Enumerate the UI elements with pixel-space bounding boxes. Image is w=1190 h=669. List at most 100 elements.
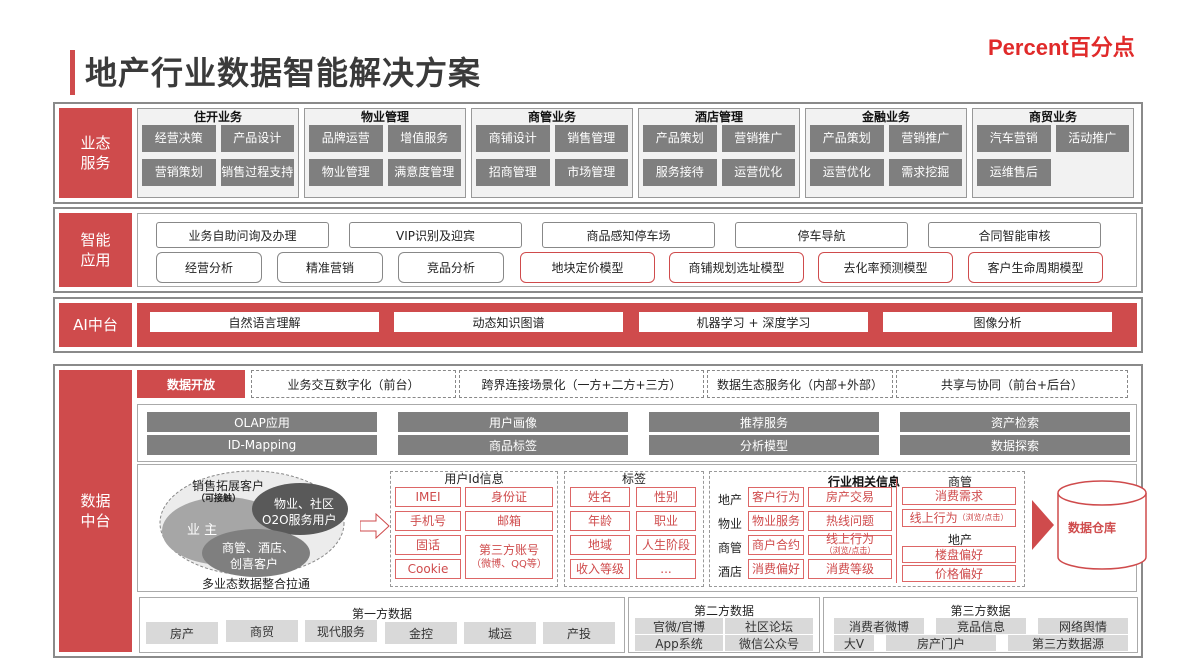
uid-phone: 手机号 xyxy=(395,511,461,531)
industry-cell: 线上行为 （浏览/点击） xyxy=(808,533,892,555)
biz-item: 招商管理 xyxy=(476,159,550,186)
biz-item: 销售过程支持 xyxy=(220,159,294,186)
app-land-pricing-model: 地块定价模型 xyxy=(520,252,655,283)
app-customer-lifecycle-model: 客户生命周期模型 xyxy=(968,252,1103,283)
biz-item: 活动推广 xyxy=(1055,125,1129,152)
arrow-right-icon xyxy=(360,513,390,539)
biz-item: 需求挖掘 xyxy=(888,159,962,186)
layer-ai-platform: AI中台 自然语言理解 动态知识图谱 机器学习 + 深度学习 图像分析 xyxy=(53,297,1143,353)
uid-imei: IMEI xyxy=(395,487,461,507)
source-item: 消费者微博 xyxy=(834,618,924,634)
ai-knowledge-graph: 动态知识图谱 xyxy=(394,312,623,332)
layer-label-business: 业态服务 xyxy=(59,108,132,198)
tag-item: 人生阶段 xyxy=(636,535,696,555)
venn-caption: 多业态数据整合拉通 xyxy=(202,577,311,591)
tag-item: 地域 xyxy=(570,535,630,555)
realestate-cell: 楼盘偏好 xyxy=(902,546,1016,563)
page-title: 地产行业数据智能解决方案 xyxy=(85,54,482,92)
venn-commercial-label2: 创喜客户 xyxy=(230,557,279,571)
biz-item: 销售管理 xyxy=(554,125,628,152)
biz-group-hotel: 酒店管理 产品策划 营销推广 服务接待 运营优化 xyxy=(638,108,800,198)
industry-cell: 物业服务 xyxy=(748,511,804,531)
ai-band: 自然语言理解 动态知识图谱 机器学习 + 深度学习 图像分析 xyxy=(137,303,1137,347)
layer-label-data: 数据中台 xyxy=(59,370,132,652)
industry-cell: 房产交易 xyxy=(808,487,892,507)
venn-owner-label: 业 主 xyxy=(187,523,218,538)
biz-item: 产品策划 xyxy=(643,125,717,152)
data-integration-panel: 销售拓展客户 （可接触） 业 主 物业、社区 O2O服务用户 商管、酒店、 创喜… xyxy=(137,464,1147,592)
industry-divider xyxy=(896,479,897,583)
venn-property-label2: O2O服务用户 xyxy=(262,513,337,527)
app-precision-marketing: 精准营销 xyxy=(277,252,383,283)
open-item: 数据生态服务化（内部+外部） xyxy=(707,370,893,398)
biz-item: 运维售后 xyxy=(977,159,1051,186)
biz-item: 营销策划 xyxy=(142,159,216,186)
ai-image-analysis: 图像分析 xyxy=(883,312,1112,332)
industry-cell: 消费偏好 xyxy=(748,559,804,579)
ai-nlp: 自然语言理解 xyxy=(150,312,379,332)
biz-group-residential: 住开业务 经营决策 产品设计 营销策划 销售过程支持 xyxy=(137,108,299,198)
realestate-cell: 价格偏好 xyxy=(902,565,1016,582)
layer-label-ai: AI中台 xyxy=(59,303,132,347)
biz-item: 产品策划 xyxy=(810,125,884,152)
layer-data-platform: 数据中台 数据开放 业务交互数字化（前台） 跨界连接场景化（一方+二方+三方） … xyxy=(53,364,1147,658)
biz-group-trade: 商贸业务 汽车营销 活动推广 运维售后 xyxy=(972,108,1134,198)
biz-group-commercial: 商管业务 商铺设计 销售管理 招商管理 市场管理 xyxy=(471,108,633,198)
tag-item: 职业 xyxy=(636,511,696,531)
data-services-panel: OLAP应用 用户画像 推荐服务 资产检索 ID-Mapping 商品标签 分析… xyxy=(137,404,1137,462)
svc-product-tags: 商品标签 xyxy=(398,435,628,455)
title-accent-bar xyxy=(70,50,75,95)
industry-cell: 客户行为 xyxy=(748,487,804,507)
svc-recommendation: 推荐服务 xyxy=(649,412,879,432)
source-item: 竞品信息 xyxy=(936,618,1026,634)
svc-user-profile: 用户画像 xyxy=(398,412,628,432)
venn-property-label: 物业、社区 xyxy=(274,497,335,511)
first-party-panel: 第一方数据 房产 商贸 现代服务 金控 城运 产投 xyxy=(139,597,625,653)
app-smart-parking: 商品感知停车场 xyxy=(542,222,715,248)
ai-machine-learning: 机器学习 + 深度学习 xyxy=(639,312,868,332)
uid-cookie: Cookie xyxy=(395,559,461,579)
uid-email: 邮箱 xyxy=(465,511,553,531)
svc-olap: OLAP应用 xyxy=(147,412,377,432)
uid-landline: 固话 xyxy=(395,535,461,555)
biz-item: 商铺设计 xyxy=(476,125,550,152)
second-party-panel: 官微/官博 社区论坛 App系统 微信公众号 第二方数据 xyxy=(628,597,820,653)
source-item: 网络舆情 xyxy=(1038,618,1128,634)
source-item: 大V xyxy=(834,635,874,651)
biz-item: 营销推广 xyxy=(888,125,962,152)
data-warehouse-label: 数据仓库 xyxy=(1068,521,1117,535)
biz-item: 营销推广 xyxy=(721,125,795,152)
industry-row-label: 商管 xyxy=(718,541,743,555)
source-item: 商贸 xyxy=(226,620,298,642)
biz-item: 服务接待 xyxy=(643,159,717,186)
biz-item: 产品设计 xyxy=(220,125,294,152)
source-item: 房产 xyxy=(146,622,218,644)
industry-box xyxy=(709,471,1025,587)
biz-item: 经营决策 xyxy=(142,125,216,152)
industry-row-label: 物业 xyxy=(718,517,743,531)
svc-asset-search: 资产检索 xyxy=(900,412,1130,432)
industry-title: 行业相关信息 xyxy=(828,475,901,489)
industry-row-label: 酒店 xyxy=(718,565,743,579)
arrow-right-triangle-icon xyxy=(1032,500,1054,550)
layer-smart-apps: 智能应用 业务自助问询及办理 VIP识别及迎宾 商品感知停车场 停车导航 合同智… xyxy=(53,207,1143,293)
tag-item: ... xyxy=(636,559,696,579)
source-item: 产投 xyxy=(543,622,615,644)
commercial-cell: 消费需求 xyxy=(902,487,1016,505)
app-sellthrough-model: 去化率预测模型 xyxy=(818,252,953,283)
industry-cell: 商户合约 xyxy=(748,535,804,555)
biz-item: 市场管理 xyxy=(554,159,628,186)
venn-diagram: 销售拓展客户 （可接触） 业 主 物业、社区 O2O服务用户 商管、酒店、 创喜… xyxy=(152,469,362,591)
layer-business-services: 业态服务 住开业务 经营决策 产品设计 营销策划 销售过程支持 物业管理 品牌运… xyxy=(53,102,1143,204)
tag-item: 姓名 xyxy=(570,487,630,507)
source-item: App系统 xyxy=(635,635,723,651)
venn-outer-label: 销售拓展客户 xyxy=(192,479,265,493)
biz-item: 运营优化 xyxy=(810,159,884,186)
brand-logo: Percent百分点 xyxy=(988,35,1135,60)
source-item: 官微/官博 xyxy=(635,618,723,634)
open-item: 跨界连接场景化（一方+二方+三方） xyxy=(459,370,704,398)
biz-group-finance: 金融业务 产品策划 营销推广 运营优化 需求挖掘 xyxy=(805,108,967,198)
industry-cell: 热线问题 xyxy=(808,511,892,531)
layer-label-apps: 智能应用 xyxy=(59,213,132,287)
data-open-tag: 数据开放 xyxy=(137,370,245,398)
